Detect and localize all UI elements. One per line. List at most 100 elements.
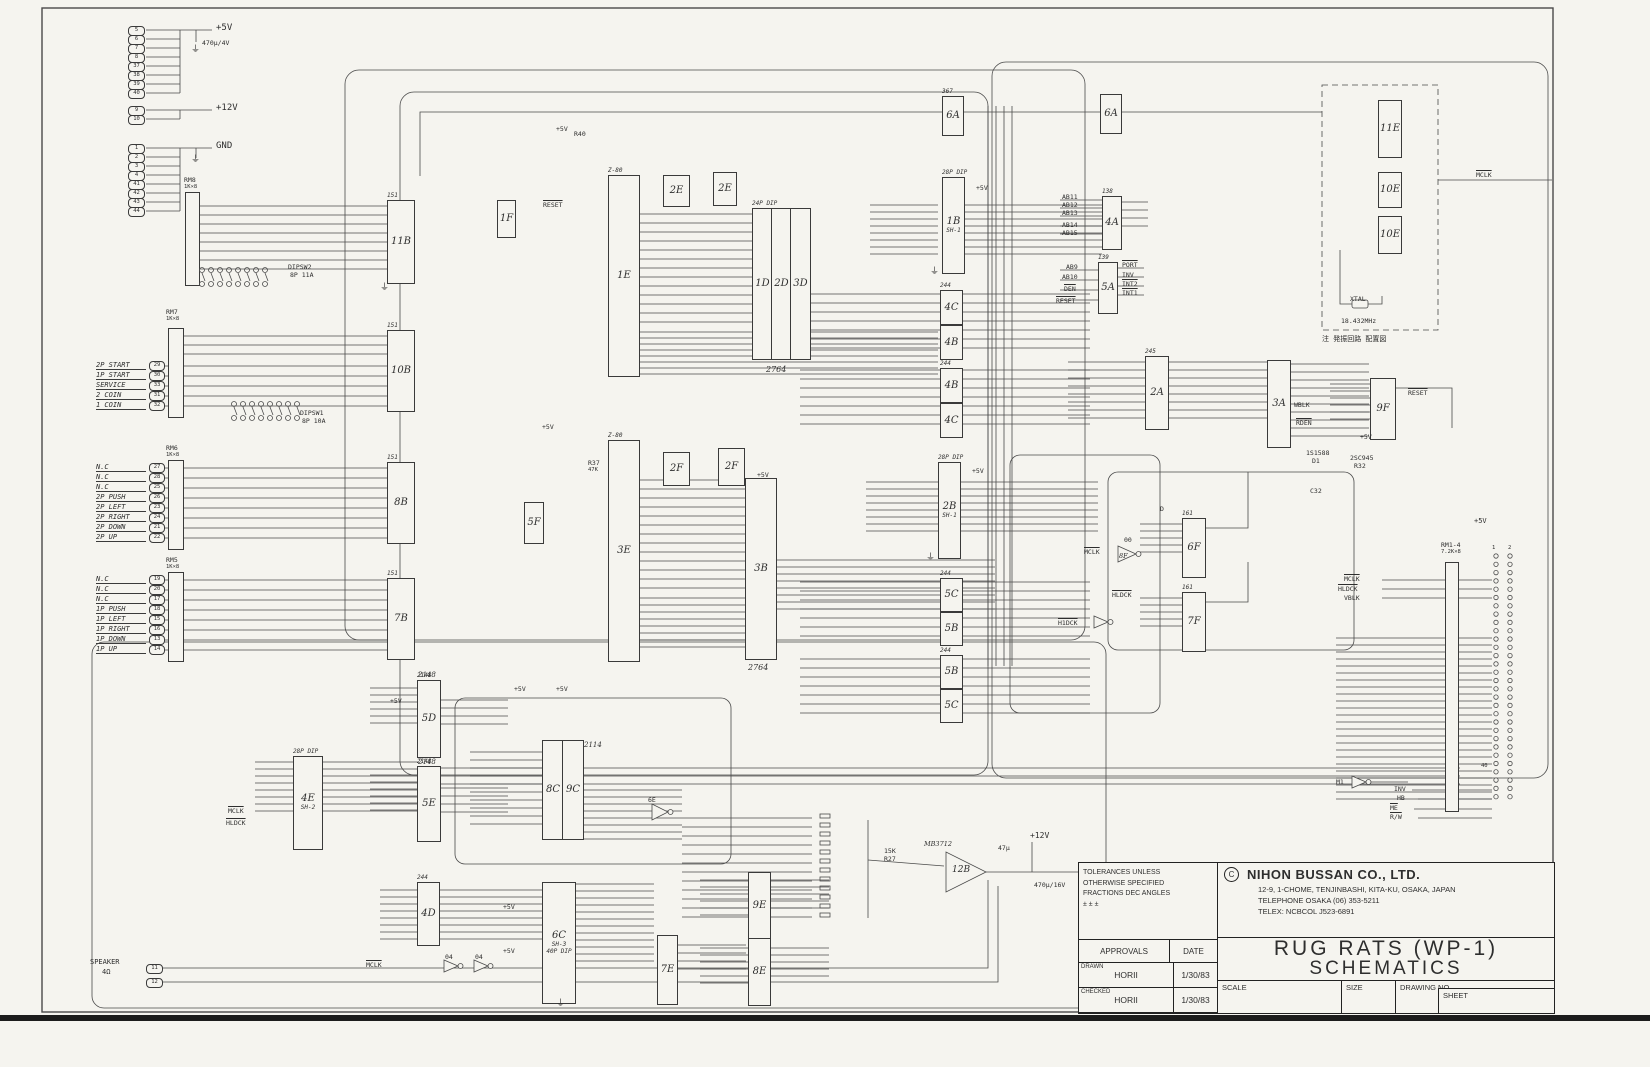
io-signal-name: 2 COIN bbox=[96, 391, 146, 401]
annotation-text: 470μ/16V bbox=[1034, 881, 1066, 889]
ic-box: 151 11B bbox=[387, 192, 415, 284]
ic-designator: 2D bbox=[774, 278, 789, 289]
annotation-text: R37 bbox=[588, 459, 600, 467]
io-pin-number: 27 bbox=[149, 463, 165, 473]
annotation-text: 2764 bbox=[748, 663, 769, 672]
io-row: N.C 28 bbox=[96, 473, 165, 483]
annotation-text: 04 bbox=[445, 953, 453, 961]
io-signal-name: SERVICE bbox=[96, 381, 146, 391]
ic-designator: 11B bbox=[390, 236, 412, 247]
connector-pin: 44 bbox=[128, 207, 145, 217]
io-pin-number: 15 bbox=[149, 615, 165, 625]
annotation-text: +12V bbox=[1030, 831, 1050, 840]
annotation-text: +5V bbox=[216, 23, 233, 33]
tolerances-line3: FRACTIONS DEC ANGLES bbox=[1083, 890, 1171, 897]
ic-designator: 2E bbox=[669, 185, 684, 196]
annotation-text: INT2 bbox=[1122, 280, 1138, 288]
ic-designator: 3D bbox=[793, 278, 808, 289]
io-signal-name: 2P UP bbox=[96, 533, 146, 543]
ic-box: 5F bbox=[524, 502, 544, 544]
annotation-text: +5V bbox=[542, 423, 554, 431]
io-signal-name: 1P PUSH bbox=[96, 605, 146, 615]
ic-box: 2148 5E bbox=[417, 758, 441, 842]
ic-part-label: 24P DIP bbox=[752, 200, 778, 207]
io-pin-number: 16 bbox=[149, 625, 165, 635]
ic-box: 8C bbox=[542, 740, 564, 840]
ic-box: 244 4C bbox=[940, 282, 963, 325]
io-row: 2P LEFT 23 bbox=[96, 503, 165, 513]
ic-box: 6C SH-3 40P DIP bbox=[542, 882, 576, 1004]
annotation-text: 8P 11A bbox=[290, 271, 314, 279]
io-signal-name: N.C bbox=[96, 483, 146, 493]
annotation-text: RESET bbox=[1408, 389, 1428, 397]
ic-part-label: 28P DIP bbox=[942, 169, 968, 176]
ic-box: 3D bbox=[790, 208, 811, 360]
ic-part-label: 367 bbox=[942, 88, 953, 95]
dip-switch-1-drawing bbox=[228, 396, 308, 430]
annotation-text: ⏚ bbox=[191, 155, 201, 165]
ic-box: 4B bbox=[940, 325, 963, 360]
ic-box: Z-80 1E bbox=[608, 167, 640, 377]
annotation-text: R32 bbox=[1354, 462, 1366, 470]
annotation-text: MB3712 bbox=[924, 840, 952, 848]
annotation-text: 2148 bbox=[418, 758, 436, 766]
ic-designator: 8B bbox=[394, 497, 408, 508]
ic-box: 5B bbox=[940, 612, 963, 646]
ic-sub-label2: 40P DIP bbox=[546, 948, 572, 955]
io-pin-number: 17 bbox=[149, 595, 165, 605]
annotation-text: +5V bbox=[556, 125, 568, 133]
io-row: 1P DOWN 13 bbox=[96, 635, 165, 645]
annotation-text: 47K bbox=[588, 467, 598, 473]
annotation-text: 1K×8 bbox=[166, 452, 180, 458]
annotation-text: +5V bbox=[390, 697, 402, 705]
ic-box: 6A bbox=[1100, 94, 1122, 134]
io-pin-number: 23 bbox=[149, 503, 165, 513]
annotation-text: 注 発振回路 配置図 bbox=[1322, 335, 1387, 343]
annotation-text: AB15 bbox=[1062, 229, 1078, 237]
ic-designator: 9C bbox=[565, 784, 580, 795]
ic-part-label: 244 bbox=[417, 874, 428, 881]
annotation-text: 8P 10A bbox=[302, 417, 326, 425]
annotation-text: HB bbox=[1397, 794, 1405, 802]
ic-box: 4C bbox=[940, 403, 963, 438]
annotation-text: INT1 bbox=[1122, 289, 1138, 297]
annotation-text: H1DCK bbox=[1058, 619, 1078, 627]
annotation-text: DIPSW1 bbox=[300, 409, 324, 417]
annotation-text: HLDCK bbox=[226, 819, 246, 827]
annotation-text: +5V bbox=[503, 947, 515, 955]
ic-designator: 9E bbox=[752, 900, 767, 911]
ic-designator: 6F bbox=[1187, 542, 1201, 553]
company-telephone: TELEPHONE OSAKA (06) 353-5211 bbox=[1258, 895, 1380, 905]
ic-box: 10E bbox=[1378, 216, 1402, 254]
ic-part-label: Z-80 bbox=[608, 432, 623, 439]
io-row: N.C 19 bbox=[96, 575, 165, 585]
ic-designator: 1D bbox=[755, 278, 770, 289]
annotation-text: RM7 bbox=[166, 308, 178, 316]
ic-designator: 10B bbox=[390, 365, 412, 376]
ic-part-label: 151 bbox=[387, 570, 398, 577]
ic-box: 11E bbox=[1378, 100, 1402, 158]
company-telex: TELEX: NCBCOL J523-6891 bbox=[1258, 906, 1355, 916]
annotation-text: 2148 bbox=[418, 671, 436, 679]
annotation-text: 12B bbox=[952, 865, 971, 875]
annotation-text: +5V bbox=[972, 467, 984, 475]
io-row: 1P RIGHT 16 bbox=[96, 625, 165, 635]
ic-box: 10E bbox=[1378, 172, 1402, 208]
io-signal-name: 2P START bbox=[96, 361, 146, 371]
ic-box: 3A bbox=[1267, 360, 1291, 448]
ic-designator: 6A bbox=[946, 110, 960, 121]
ic-box: 9C bbox=[562, 740, 584, 840]
annotation-text: 04 bbox=[475, 953, 483, 961]
annotation-text: 2114 bbox=[584, 741, 602, 749]
io-row: 2P START 29 bbox=[96, 361, 165, 371]
annotation-text: 470μ/4V bbox=[202, 39, 230, 47]
ic-designator: 5C bbox=[944, 700, 959, 711]
annotation-text: R/W bbox=[1390, 813, 1402, 821]
io-row: 1P LEFT 15 bbox=[96, 615, 165, 625]
drawing-title-line1: RUG RATS (WP-1) bbox=[1273, 937, 1499, 961]
io-pin-number: 21 bbox=[149, 523, 165, 533]
io-pin-number: 31 bbox=[149, 391, 165, 401]
ic-sub-label: SH-1 bbox=[946, 226, 961, 234]
scale-label: SCALE bbox=[1218, 981, 1342, 1013]
